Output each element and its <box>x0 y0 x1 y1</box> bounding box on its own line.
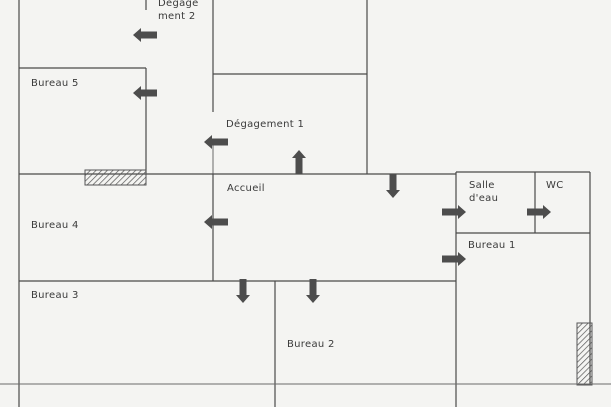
arrow-left-degagement2-icon <box>133 28 157 42</box>
hatched-wall-section-right <box>576 322 593 386</box>
label-bureau3: Bureau 3 <box>31 290 79 301</box>
label-salle-deau-line1: Salle <box>469 180 495 191</box>
hatched-wall-section <box>84 169 147 186</box>
arrow-left-bureau5-icon <box>133 86 157 100</box>
arrow-left-bureau4-icon <box>204 215 228 229</box>
label-bureau5: Bureau 5 <box>31 78 79 89</box>
arrow-left-degagement1-icon <box>204 135 228 149</box>
label-bureau1: Bureau 1 <box>468 240 516 251</box>
label-degagement2-line1: Dégage <box>158 0 199 9</box>
label-degagement1: Dégagement 1 <box>226 118 304 130</box>
arrow-right-salle-deau-icon <box>442 205 466 219</box>
arrow-down-bureau3-icon <box>236 279 250 303</box>
label-bureau2: Bureau 2 <box>287 339 335 350</box>
label-accueil: Accueil <box>227 183 265 194</box>
arrow-right-wc-icon <box>527 205 551 219</box>
arrow-down-bureau2-icon <box>306 279 320 303</box>
arrow-up-accueil-icon <box>292 150 306 174</box>
label-bureau4: Bureau 4 <box>31 220 79 231</box>
arrow-right-bureau1-icon <box>442 252 466 266</box>
label-wc: WC <box>546 180 563 191</box>
evacuation-arrows <box>133 28 551 303</box>
label-degagement2-line2: ment 2 <box>158 11 196 22</box>
label-salle-deau-line2: d'eau <box>469 193 498 204</box>
arrow-down-accueil-icon <box>386 174 400 198</box>
